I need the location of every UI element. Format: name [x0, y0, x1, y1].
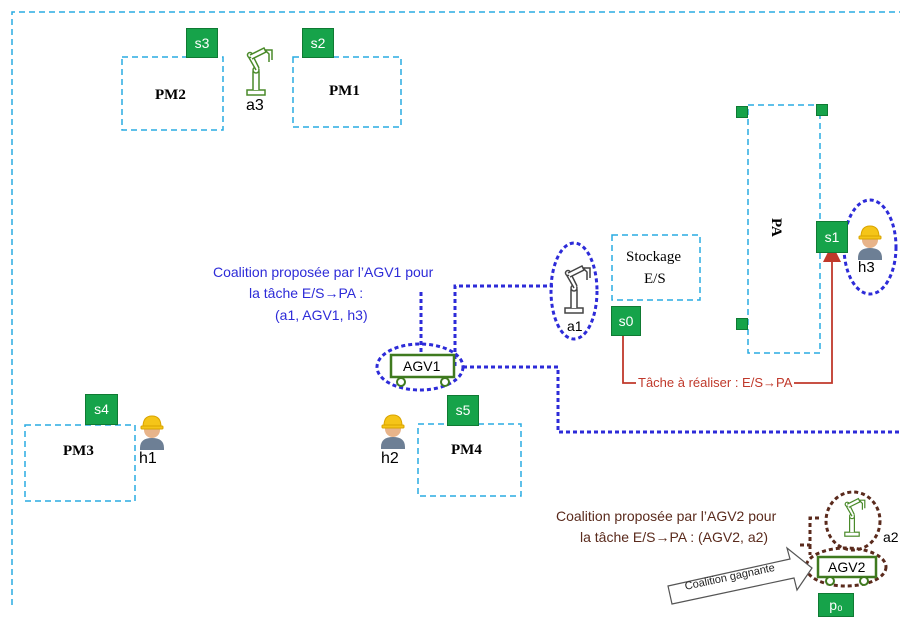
- robot-arm-icon[interactable]: [564, 265, 591, 314]
- station-s5[interactable]: s5: [447, 395, 479, 426]
- pm2-box[interactable]: [121, 56, 224, 131]
- pm1-label: PM1: [329, 83, 360, 99]
- coalition1-text-line1: Coalition proposée par l’AGV1 pour: [213, 264, 434, 280]
- storage-label-line2: E/S: [644, 271, 666, 287]
- storage-box[interactable]: [611, 234, 701, 301]
- station-s2[interactable]: s2: [302, 28, 334, 58]
- coalition1-link-a1: [453, 284, 553, 366]
- pa-corner-marker: [816, 104, 828, 116]
- coalition2-text-line1: Coalition proposée par l’AGV2 pour: [556, 508, 777, 524]
- pa-label: PA: [768, 218, 784, 237]
- coalition1-text-line2: la tâche E/S→PA :: [249, 285, 364, 301]
- agv2-vehicle[interactable]: [816, 555, 878, 586]
- station-s1[interactable]: s1: [816, 221, 848, 253]
- coalition1-agv1-ellipse: [375, 342, 465, 392]
- coalition2-agv2-ellipse: [804, 546, 888, 588]
- factory-boundary: [11, 11, 900, 605]
- human-h3-label: h3: [858, 259, 875, 276]
- coalition2-a2-ellipse: [824, 490, 882, 552]
- coalition1-link-h3: [463, 365, 900, 434]
- pa-corner-marker: [736, 106, 748, 118]
- block-arrow-icon[interactable]: [667, 546, 813, 605]
- worker-helmet-icon[interactable]: [380, 414, 406, 450]
- storage-label-line1: Stockage: [626, 249, 681, 265]
- robot-a2-label: a2: [883, 529, 899, 545]
- agv2-label: AGV2: [828, 559, 866, 575]
- coalition1-a1-ellipse: [549, 241, 599, 341]
- pm4-box[interactable]: [417, 423, 522, 497]
- pm1-box[interactable]: [292, 56, 402, 128]
- worker-helmet-icon[interactable]: [139, 415, 165, 451]
- pm3-box[interactable]: [24, 424, 136, 502]
- human-h1-label: h1: [139, 450, 157, 467]
- agv1-label: AGV1: [403, 358, 441, 374]
- worker-helmet-icon[interactable]: [857, 225, 883, 261]
- human-h2-label: h2: [381, 450, 399, 467]
- coalition2-link: [800, 516, 822, 547]
- robot-a1-label: a1: [567, 318, 583, 334]
- agv1-vehicle[interactable]: [389, 353, 456, 387]
- coalition1-text-line3: (a1, AGV1, h3): [275, 307, 368, 323]
- station-s3[interactable]: s3: [186, 28, 218, 58]
- coalition2-text-line2: la tâche E/S→PA : (AGV2, a2): [580, 529, 769, 545]
- task-label: Tâche à réaliser : E/S→PA: [636, 375, 795, 390]
- pm4-label: PM4: [451, 442, 482, 458]
- station-s0[interactable]: s0: [611, 306, 641, 336]
- coalition1-h3-ellipse: [842, 198, 898, 296]
- robot-arm-icon[interactable]: [844, 498, 866, 537]
- pm3-label: PM3: [63, 443, 94, 459]
- robot-a3-label: a3: [246, 97, 264, 114]
- station-s4[interactable]: s4: [85, 394, 118, 425]
- robot-arm-icon[interactable]: [246, 47, 273, 96]
- pa-corner-marker: [736, 318, 748, 330]
- station-p0[interactable]: p₀: [818, 593, 854, 617]
- pa-box[interactable]: [747, 104, 821, 354]
- pm2-label: PM2: [155, 87, 186, 103]
